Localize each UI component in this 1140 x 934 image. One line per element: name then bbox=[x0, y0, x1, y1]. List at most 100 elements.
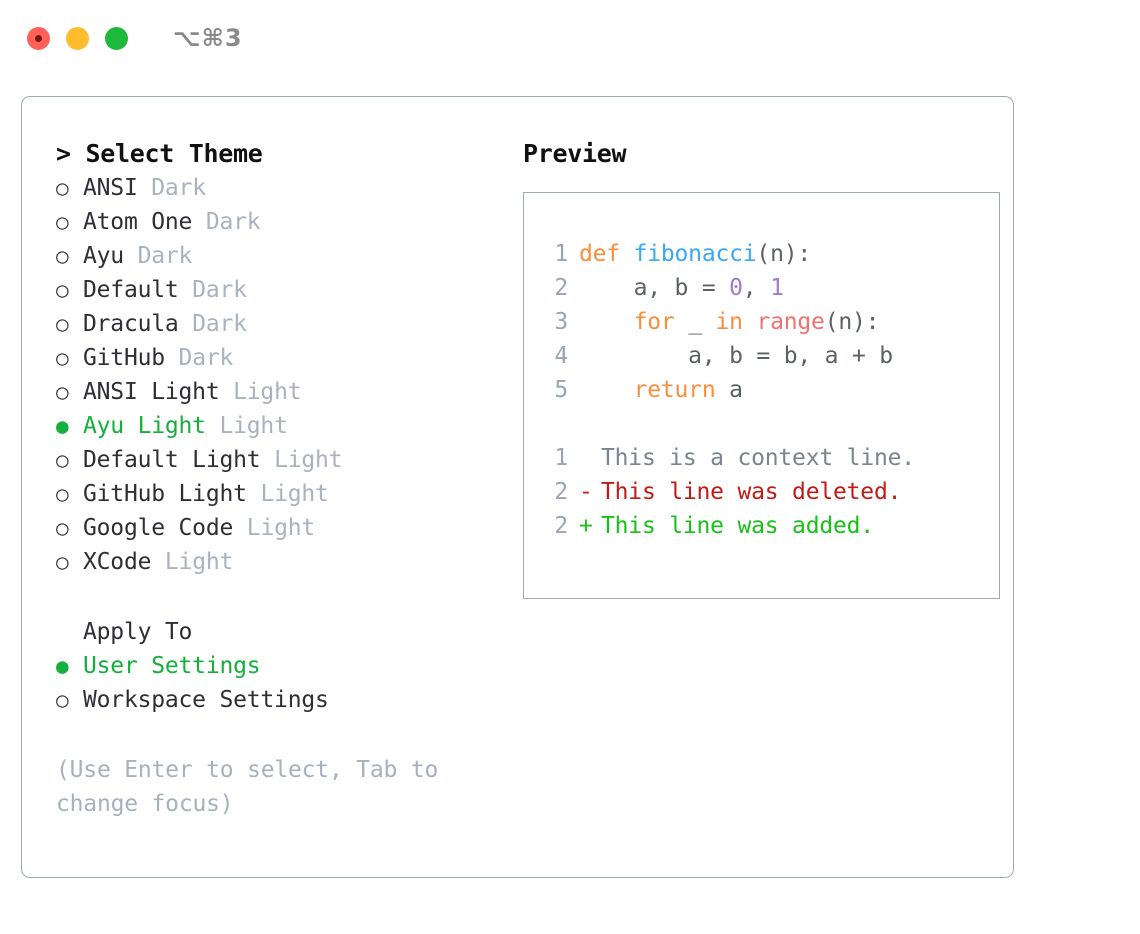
close-button[interactable] bbox=[27, 26, 50, 50]
diff-line: 1 This is a context line. bbox=[542, 441, 999, 475]
radio-unselected-icon: ○ bbox=[56, 482, 69, 506]
spacer bbox=[56, 579, 503, 615]
space bbox=[206, 409, 220, 443]
theme-name: Atom One bbox=[83, 209, 193, 235]
space bbox=[179, 273, 193, 307]
code-token: , bbox=[742, 275, 771, 301]
code-token: 1 bbox=[770, 275, 784, 301]
apply-to-list: ●User Settings ○ Workspace Settings bbox=[56, 649, 503, 717]
main-card: > Select Theme ○ANSI Dark○Atom One Dark○… bbox=[21, 96, 1014, 878]
line-number: 4 bbox=[554, 343, 568, 369]
diff-line: 2-This line was deleted. bbox=[542, 475, 999, 509]
theme-list: ○ANSI Dark○Atom One Dark○Ayu Dark○Defaul… bbox=[56, 171, 503, 579]
space bbox=[233, 511, 247, 545]
theme-option-google-code[interactable]: ○ Google Code Light bbox=[56, 511, 503, 545]
theme-kind-badge: Dark bbox=[192, 277, 247, 303]
space bbox=[124, 239, 138, 273]
theme-kind-badge: Light bbox=[260, 481, 329, 507]
code-token bbox=[579, 373, 634, 407]
code-spacer bbox=[542, 407, 999, 441]
theme-option-xcode[interactable]: ○XCode Light bbox=[56, 545, 503, 579]
theme-kind-badge: Light bbox=[246, 515, 316, 541]
code-token: def bbox=[579, 241, 634, 267]
line-number: 1 bbox=[554, 241, 568, 267]
theme-kind-badge: Dark bbox=[205, 209, 261, 235]
line-number: 2 bbox=[554, 275, 568, 301]
theme-name: XCode bbox=[83, 549, 152, 575]
theme-name: Default Light bbox=[83, 447, 261, 473]
theme-option-github-light[interactable]: ○GitHub Light Light bbox=[56, 477, 503, 511]
line-number: 2 bbox=[554, 479, 568, 505]
space bbox=[179, 307, 193, 341]
code-token: a, b = b, a + b bbox=[579, 343, 893, 369]
theme-option-ayu-light[interactable]: ●Ayu Light Light bbox=[56, 409, 503, 443]
theme-name: Ayu Light bbox=[83, 413, 206, 439]
line-number: 2 bbox=[554, 513, 568, 539]
radio-unselected-icon: ○ bbox=[56, 380, 69, 404]
apply-to-label: Workspace Settings bbox=[83, 687, 329, 713]
line-number: 3 bbox=[554, 309, 568, 335]
theme-option-ayu[interactable]: ○ Ayu Dark bbox=[56, 239, 503, 273]
theme-name: Dracula bbox=[83, 311, 179, 337]
code-token: a bbox=[715, 377, 743, 403]
code-token bbox=[743, 305, 757, 339]
space bbox=[219, 375, 233, 409]
apply-to-option-user-settings[interactable]: ●User Settings bbox=[56, 649, 503, 683]
space bbox=[165, 341, 179, 375]
diff-text: This line was added. bbox=[601, 513, 874, 539]
radio-unselected-icon: ○ bbox=[56, 688, 69, 712]
theme-option-ansi[interactable]: ○ANSI Dark bbox=[56, 171, 503, 205]
radio-unselected-icon: ○ bbox=[56, 244, 69, 268]
theme-option-default-light[interactable]: ○Default Light Light bbox=[56, 443, 503, 477]
code-token: (n): bbox=[824, 309, 880, 335]
theme-option-dracula[interactable]: ○ Dracula Dark bbox=[56, 307, 503, 341]
apply-to-option-workspace-settings[interactable]: ○ Workspace Settings bbox=[56, 683, 503, 717]
apply-to-label: User Settings bbox=[83, 653, 261, 679]
code-token: (n): bbox=[756, 241, 812, 267]
diff-marker: + bbox=[579, 513, 593, 539]
code-line: 4 a, b = b, a + b bbox=[542, 339, 999, 373]
theme-name: GitHub bbox=[83, 345, 165, 371]
theme-name: ANSI Light bbox=[83, 379, 220, 405]
theme-option-github[interactable]: ○GitHub Dark bbox=[56, 341, 503, 375]
preview-heading: Preview bbox=[523, 139, 627, 168]
keyboard-shortcut-label: ⌥⌘3 bbox=[173, 24, 243, 52]
radio-unselected-icon: ○ bbox=[56, 550, 69, 574]
theme-option-ansi-light[interactable]: ○ANSI Light Light bbox=[56, 375, 503, 409]
radio-unselected-icon: ○ bbox=[56, 278, 69, 302]
minimize-button[interactable] bbox=[66, 26, 89, 50]
radio-unselected-icon: ○ bbox=[56, 176, 69, 200]
select-theme-heading: > Select Theme bbox=[56, 139, 263, 168]
keyboard-hint-text: (Use Enter to select, Tab to change focu… bbox=[56, 757, 439, 817]
code-token: _ bbox=[674, 309, 716, 335]
space bbox=[151, 545, 165, 579]
theme-name: Google Code bbox=[83, 515, 234, 541]
maximize-button[interactable] bbox=[105, 26, 128, 50]
theme-name: ANSI bbox=[83, 175, 138, 201]
diff-text: This is a context line. bbox=[601, 445, 915, 471]
radio-unselected-icon: ○ bbox=[56, 346, 69, 370]
code-line: 3 for _ in range(n): bbox=[542, 305, 999, 339]
radio-unselected-icon: ○ bbox=[56, 448, 69, 472]
radio-unselected-icon: ○ bbox=[56, 312, 69, 336]
theme-option-atom-one[interactable]: ○Atom One Dark bbox=[56, 205, 503, 239]
theme-kind-badge: Dark bbox=[192, 311, 247, 337]
traffic-lights bbox=[27, 26, 128, 50]
theme-name: Ayu bbox=[83, 243, 124, 269]
code-token: return bbox=[633, 377, 716, 403]
apply-to-heading: Apply To bbox=[83, 619, 193, 645]
radio-selected-icon: ● bbox=[56, 414, 69, 438]
theme-name: Default bbox=[83, 277, 179, 303]
code-token: 0 bbox=[729, 275, 743, 301]
theme-kind-badge: Dark bbox=[137, 243, 193, 269]
diff-text: This line was deleted. bbox=[601, 479, 902, 505]
space bbox=[138, 171, 152, 205]
diff-marker: - bbox=[579, 479, 593, 505]
space bbox=[260, 443, 274, 477]
radio-unselected-icon: ○ bbox=[56, 516, 69, 540]
theme-option-default[interactable]: ○ Default Dark bbox=[56, 273, 503, 307]
